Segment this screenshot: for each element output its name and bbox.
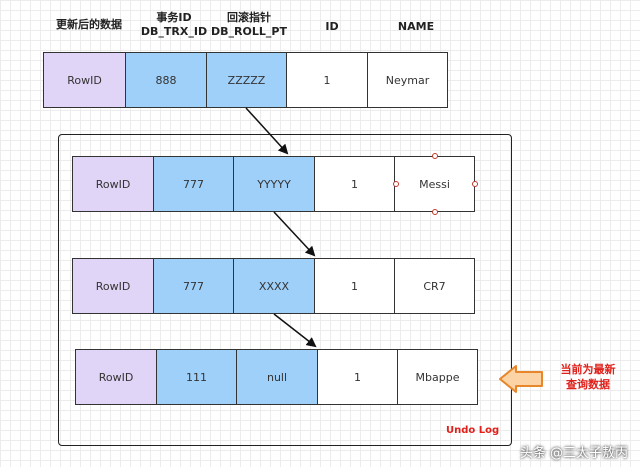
- undo-row-3-name-cell: Mbappe: [397, 349, 478, 405]
- header-roll-pointer-line2: DB_ROLL_PT: [211, 25, 287, 38]
- undo-row-1-id-cell: 1: [314, 156, 395, 212]
- current-id-cell: 1: [286, 52, 368, 108]
- header-trx-id: 事务ID DB_TRX_ID: [138, 11, 210, 39]
- header-id: ID: [325, 20, 339, 33]
- pointer-arrow-1: [245, 107, 289, 155]
- header-trx-id-line2: DB_TRX_ID: [140, 25, 208, 38]
- selection-handle-right[interactable]: [472, 181, 478, 187]
- undo-row-2-name-cell: CR7: [394, 258, 475, 314]
- undo-row-1-rowid-cell: RowID: [72, 156, 154, 212]
- watermark-text: 头条 @三太子敖丙: [519, 446, 628, 461]
- undo-row-3-rowid-cell: RowID: [75, 349, 157, 405]
- undo-row-3-trx-id-cell: 111: [156, 349, 237, 405]
- undo-row-1: RowID 777 YYYYY 1 Messi: [72, 156, 475, 212]
- latest-data-note-line1: 当前为最新: [560, 363, 616, 376]
- undo-row-1-trx-id-cell: 777: [153, 156, 234, 212]
- latest-data-arrow-icon: [499, 365, 543, 393]
- header-trx-id-line1: 事务ID: [156, 11, 192, 24]
- current-name-cell: Neymar: [367, 52, 448, 108]
- current-row: RowID 888 ZZZZZ 1 Neymar: [43, 52, 448, 108]
- current-roll-pointer-cell: ZZZZZ: [206, 52, 287, 108]
- selection-handle-top[interactable]: [432, 153, 438, 159]
- pointer-arrow-3: [273, 313, 317, 348]
- undo-log-label: Undo Log: [446, 425, 500, 436]
- header-roll-pointer: 回滚指针 DB_ROLL_PT: [208, 11, 290, 39]
- undo-log-container: [58, 134, 512, 446]
- undo-row-3-roll-pointer-cell: null: [236, 349, 318, 405]
- undo-row-2: RowID 777 XXXX 1 CR7: [72, 258, 475, 314]
- latest-data-note: 当前为最新 查询数据: [548, 362, 628, 392]
- selection-handle-left[interactable]: [393, 181, 399, 187]
- header-roll-pointer-line1: 回滚指针: [227, 11, 271, 24]
- current-rowid-cell: RowID: [43, 52, 126, 108]
- pointer-arrow-2: [273, 211, 316, 257]
- header-updated-data: 更新后的数据: [56, 18, 122, 31]
- undo-row-2-rowid-cell: RowID: [72, 258, 154, 314]
- undo-row-1-roll-pointer-cell: YYYYY: [233, 156, 315, 212]
- selection-handle-bottom[interactable]: [432, 209, 438, 215]
- undo-row-2-roll-pointer-cell: XXXX: [233, 258, 315, 314]
- latest-data-note-line2: 查询数据: [566, 378, 610, 391]
- header-name: NAME: [397, 20, 435, 33]
- current-trx-id-cell: 888: [125, 52, 207, 108]
- undo-row-3: RowID 111 null 1 Mbappe: [75, 349, 478, 405]
- undo-row-2-trx-id-cell: 777: [153, 258, 234, 314]
- undo-row-3-id-cell: 1: [317, 349, 398, 405]
